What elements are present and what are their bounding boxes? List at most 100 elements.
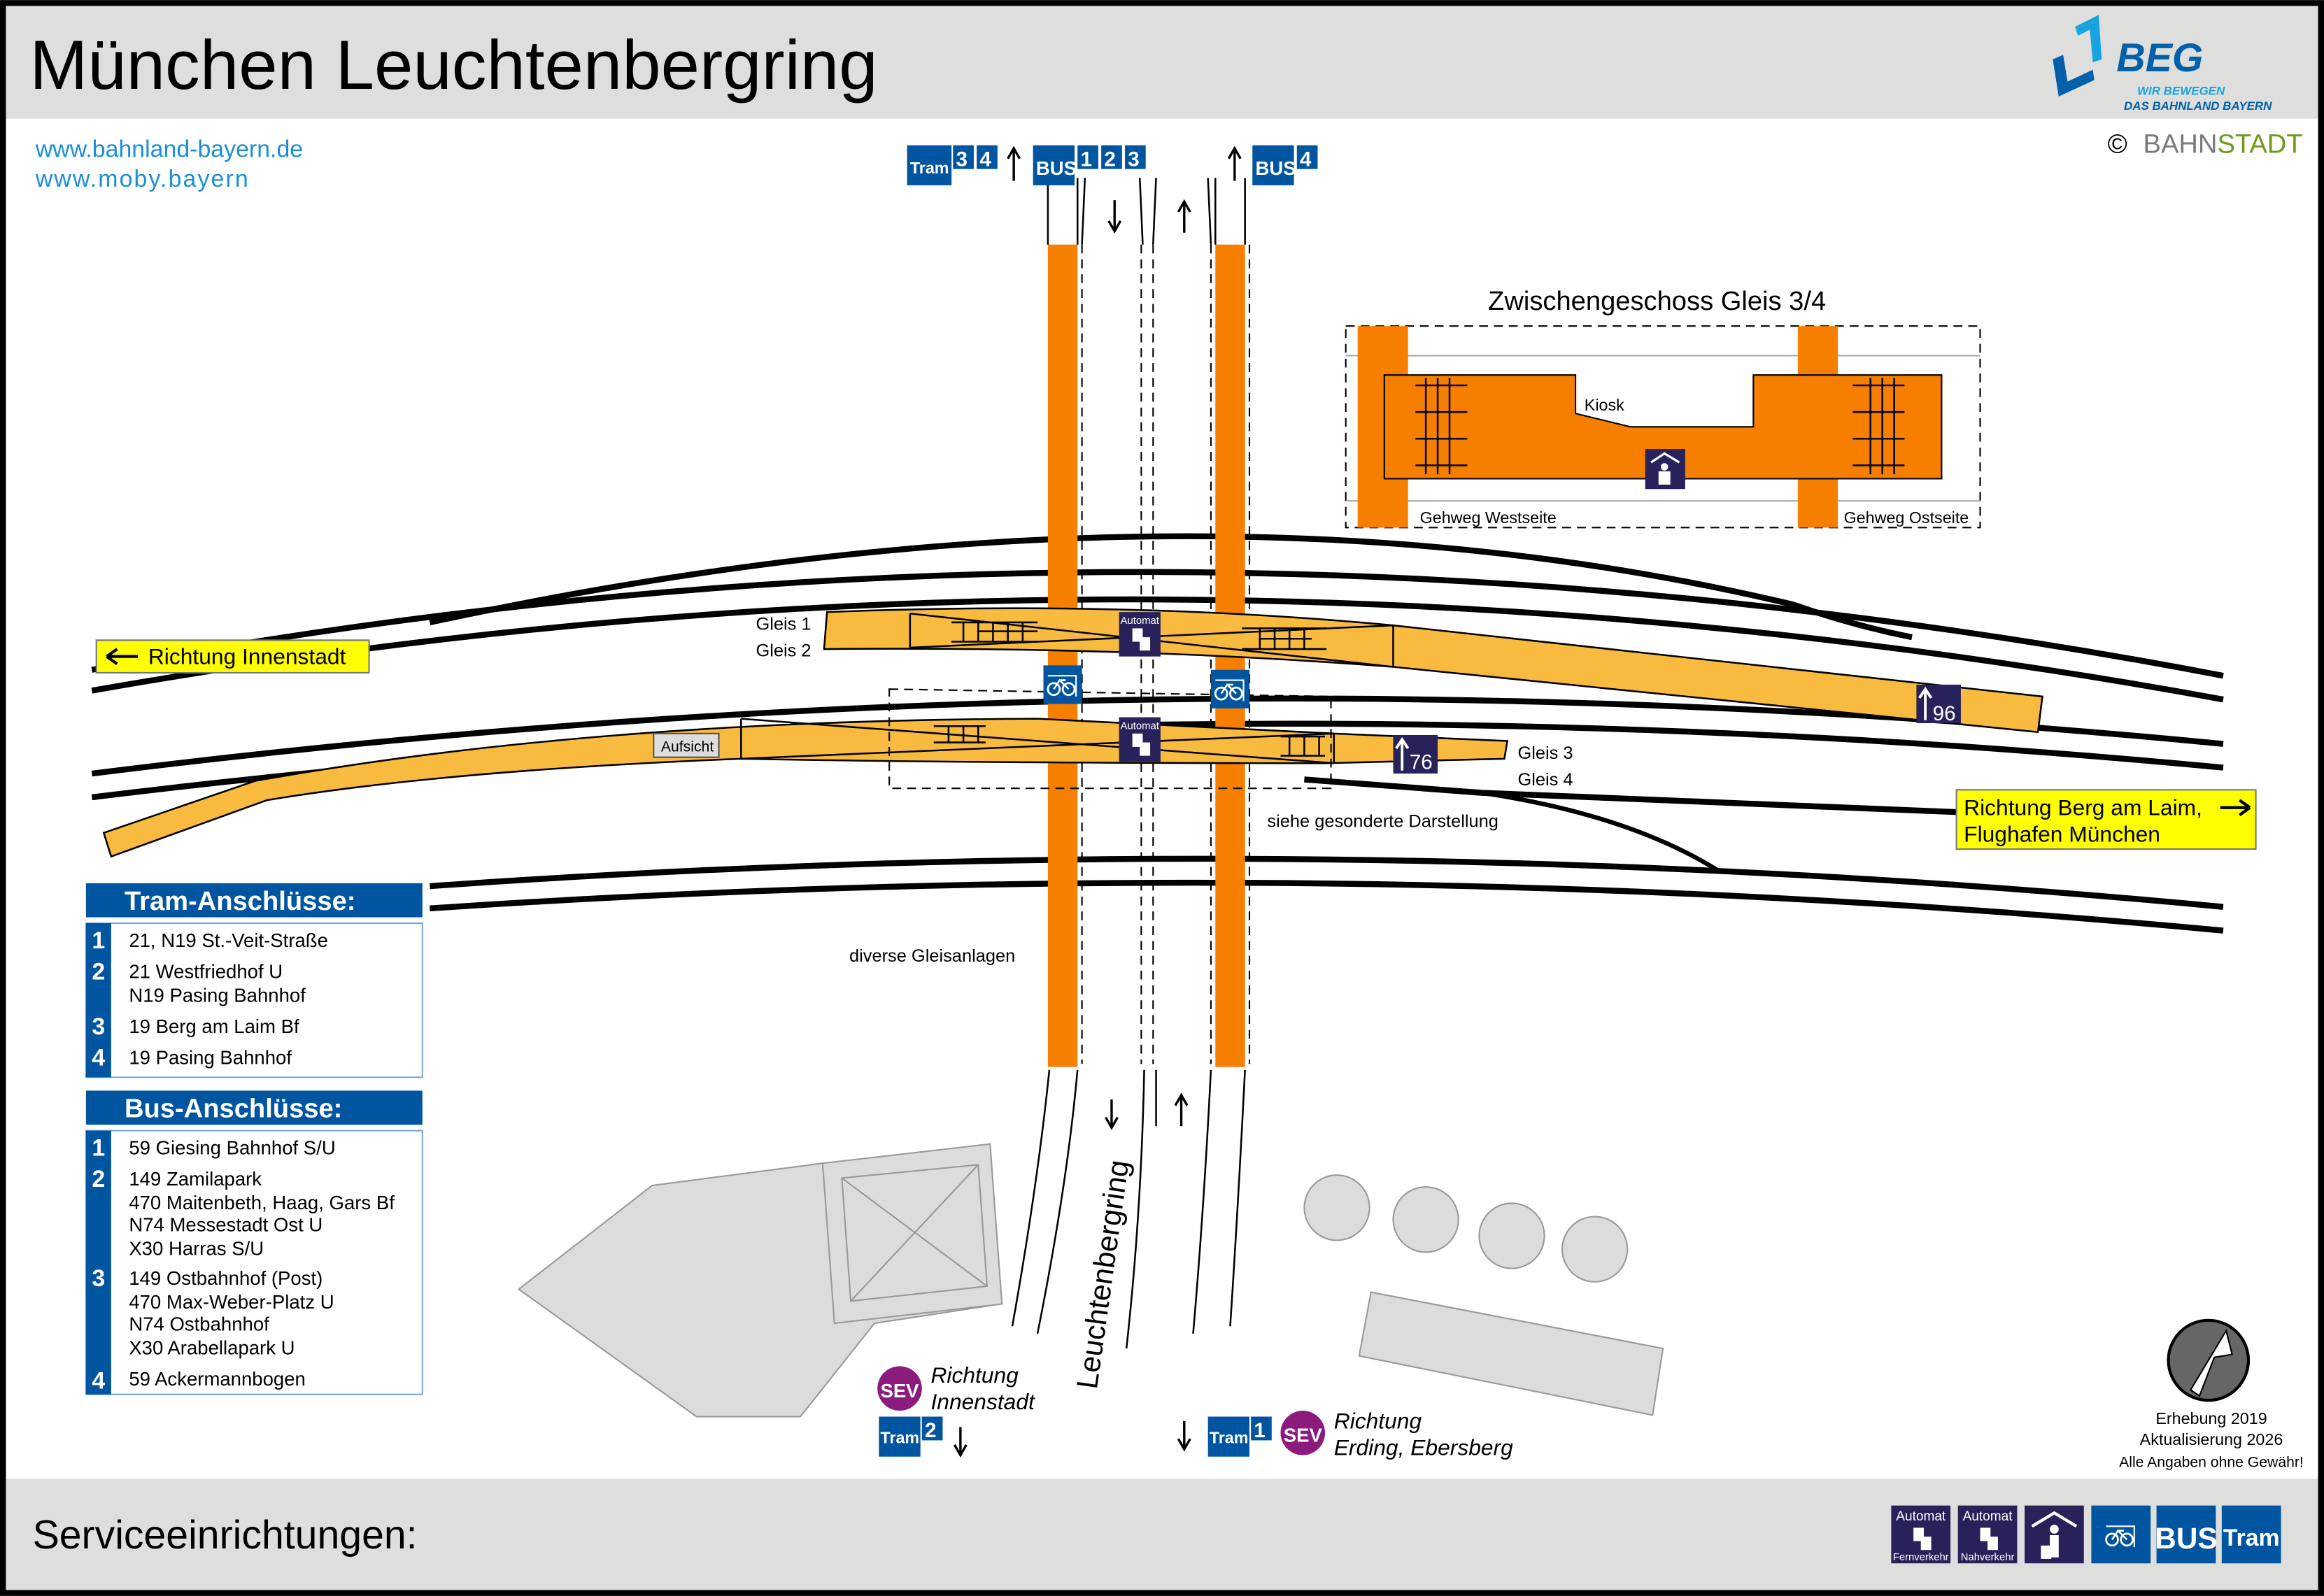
gleis-3-label: Gleis 3 <box>1517 743 1573 763</box>
svg-text:N19 Pasing Bahnhof: N19 Pasing Bahnhof <box>129 984 306 1006</box>
mezzanine-title: Zwischengeschoss Gleis 3/4 <box>1488 286 1826 316</box>
svg-text:2: 2 <box>92 1166 105 1192</box>
arrow-up-icon <box>1174 1092 1189 1127</box>
service-waiting-room-icon[interactable] <box>2025 1505 2084 1564</box>
svg-text:470 Maitenbeth, Haag, Gars Bf: 470 Maitenbeth, Haag, Gars Bf <box>129 1192 395 1213</box>
svg-text:N74 Ostbahnhof: N74 Ostbahnhof <box>129 1313 269 1335</box>
svg-text:3: 3 <box>92 1013 105 1040</box>
service-ticket-machine-regional[interactable]: Automat Nahverkehr <box>1957 1505 2018 1564</box>
gleis-2-label: Gleis 2 <box>756 641 811 661</box>
svg-text:4: 4 <box>1300 148 1312 171</box>
ticket-machine-icon[interactable]: Automat <box>1119 612 1161 657</box>
tram-stop-2[interactable]: Tram 2 <box>879 1416 968 1458</box>
header: München Leuchtenbergring BEG WIR BEWEGEN… <box>6 6 2318 119</box>
svg-text:X30 Harras S/U: X30 Harras S/U <box>129 1238 264 1260</box>
svg-text:BUS: BUS <box>2155 1522 2217 1555</box>
url-moby[interactable]: www.moby.bayern <box>35 166 250 192</box>
arrow-down-icon <box>1107 200 1122 234</box>
bike-parking-icon[interactable] <box>1043 665 1082 704</box>
svg-text:Richtung Berg am Laim,: Richtung Berg am Laim, <box>1964 795 2202 820</box>
svg-text:3: 3 <box>1128 148 1140 171</box>
svg-text:BEG: BEG <box>2116 36 2203 80</box>
bus-connections-legend: Bus-Anschlüsse: 1 59 Giesing Bahnhof S/U… <box>85 1090 423 1395</box>
svg-text:59 Ackermannbogen: 59 Ackermannbogen <box>129 1368 306 1390</box>
bahnstadt-copyright: © BAHNSTADT <box>2108 129 2303 159</box>
svg-text:4: 4 <box>92 1367 105 1394</box>
direction-sign-innenstadt: Richtung Innenstadt <box>95 639 370 674</box>
url-bahnland[interactable]: www.bahnland-bayern.de <box>35 136 303 163</box>
svg-text:2: 2 <box>925 1419 937 1442</box>
arrow-up-icon <box>1007 145 1021 181</box>
svg-text:DAS BAHNLAND BAYERN: DAS BAHNLAND BAYERN <box>2124 99 2272 113</box>
svg-text:Richtung: Richtung <box>1334 1408 1422 1433</box>
svg-text:149 Ostbahnhof (Post): 149 Ostbahnhof (Post) <box>129 1267 323 1289</box>
svg-text:149 Zamilapark: 149 Zamilapark <box>129 1168 262 1190</box>
svg-text:Innenstadt: Innenstadt <box>930 1389 1035 1414</box>
svg-text:96: 96 <box>1933 702 1956 725</box>
svg-text:2: 2 <box>92 959 105 985</box>
svg-text:1: 1 <box>1080 148 1092 171</box>
survey-year: Erhebung 2019 <box>2155 1409 2267 1427</box>
svg-text:4: 4 <box>92 1044 105 1071</box>
svg-text:4: 4 <box>979 148 991 171</box>
svg-text:2: 2 <box>1104 148 1116 171</box>
svg-text:Tram-Anschlüsse:: Tram-Anschlüsse: <box>125 886 356 916</box>
svg-text:1: 1 <box>1254 1419 1266 1442</box>
exit-76-sign: 76 <box>1393 734 1438 774</box>
svg-text:3: 3 <box>92 1265 105 1292</box>
see-separate-note: siehe gesonderte Darstellung <box>1267 811 1498 831</box>
tram-stop-3-4[interactable]: Tram 3 4 <box>907 145 1021 185</box>
svg-text:Automat: Automat <box>1963 1509 2013 1524</box>
tram-connections-legend: Tram-Anschlüsse: 1 21, N19 St.-Veit-Stra… <box>85 883 423 1078</box>
svg-text:3: 3 <box>956 148 968 171</box>
gleis-4-label: Gleis 4 <box>1517 770 1573 790</box>
svg-text:Tram: Tram <box>2223 1525 2280 1551</box>
sev-stop-east[interactable]: SEV Richtung Erding, Ebersberg <box>1280 1408 1513 1460</box>
svg-text:76: 76 <box>1410 751 1433 774</box>
north-arrow-icon <box>2167 1318 2251 1402</box>
ticket-machine-icon[interactable]: Automat <box>1119 717 1161 762</box>
services-label: Serviceeinrichtungen: <box>33 1513 418 1558</box>
svg-text:Bus-Anschlüsse:: Bus-Anschlüsse: <box>125 1094 342 1124</box>
kiosk-label: Kiosk <box>1585 396 1624 414</box>
svg-text:Flughafen München: Flughafen München <box>1964 821 2160 846</box>
svg-text:©: © <box>2108 129 2127 159</box>
service-bike-parking-icon[interactable] <box>2091 1505 2151 1564</box>
arrow-left-icon <box>106 648 139 665</box>
svg-text:BAHNSTADT: BAHNSTADT <box>2144 129 2303 159</box>
svg-text:1: 1 <box>92 1135 105 1162</box>
bike-parking-icon[interactable] <box>1210 669 1249 708</box>
svg-text:Fernverkehr: Fernverkehr <box>1893 1552 1949 1563</box>
mezzanine-inset: Zwischengeschoss Gleis 3/4 Kiosk Gehweg … <box>1345 286 1981 529</box>
svg-text:SEV: SEV <box>880 1380 919 1402</box>
svg-text:N74 Messestadt Ost U: N74 Messestadt Ost U <box>129 1214 323 1236</box>
tram-stop-1[interactable]: Tram 1 <box>1177 1416 1272 1457</box>
svg-text:BUS: BUS <box>1036 157 1077 179</box>
sidewalk-east-label: Gehweg Ostseite <box>1844 508 1969 527</box>
disclaimer: Alle Angaben ohne Gewähr! <box>2119 1455 2304 1471</box>
bus-stop-1-2-3[interactable]: BUS 1 2 3 <box>1033 145 1146 185</box>
bus-stop-4[interactable]: BUS 4 <box>1227 145 1318 185</box>
svg-text:Tram: Tram <box>910 159 949 177</box>
svg-text:Automat: Automat <box>1896 1509 1946 1524</box>
svg-text:Automat: Automat <box>1121 615 1160 627</box>
svg-text:WIR BEWEGEN: WIR BEWEGEN <box>2137 85 2225 98</box>
service-ticket-machine-long-distance[interactable]: Automat Fernverkehr <box>1891 1505 1951 1564</box>
service-tram-icon[interactable]: Tram <box>2221 1505 2281 1564</box>
svg-text:21 Westfriedhof U: 21 Westfriedhof U <box>129 960 283 982</box>
svg-text:Erding, Ebersberg: Erding, Ebersberg <box>1334 1435 1513 1460</box>
arrow-right-icon <box>2220 799 2251 817</box>
svg-text:Nahverkehr: Nahverkehr <box>1961 1552 2015 1563</box>
sidewalk-west-label: Gehweg Westseite <box>1420 508 1557 527</box>
sev-stop-west[interactable]: SEV Richtung Innenstadt <box>877 1362 1035 1414</box>
svg-text:21, N19 St.-Veit-Straße: 21, N19 St.-Veit-Straße <box>129 929 328 951</box>
svg-text:SEV: SEV <box>1284 1425 1323 1446</box>
svg-text:X30 Arabellapark U: X30 Arabellapark U <box>129 1337 295 1359</box>
exit-96-sign: 96 <box>1916 684 1961 725</box>
svg-text:Automat: Automat <box>1121 720 1160 732</box>
svg-text:19 Pasing Bahnhof: 19 Pasing Bahnhof <box>129 1046 292 1068</box>
update-year: Aktualisierung 2026 <box>2140 1430 2283 1448</box>
service-bus-icon[interactable]: BUS <box>2155 1505 2218 1564</box>
supervision-label: Aufsicht <box>661 739 714 755</box>
